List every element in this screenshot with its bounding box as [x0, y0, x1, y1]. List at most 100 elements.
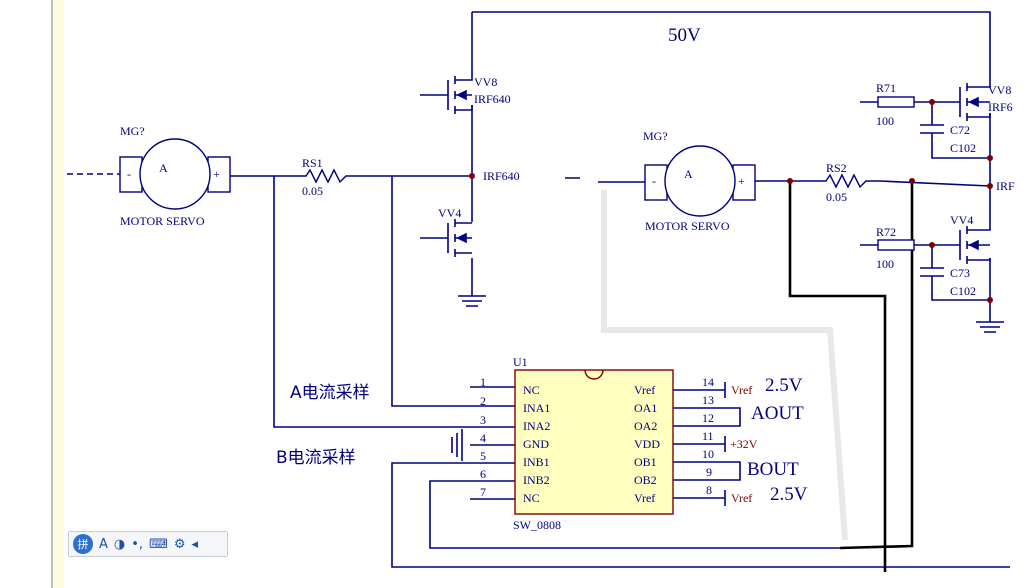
motor1-minus-label: -: [127, 167, 131, 181]
voltage-label: 50V: [668, 25, 701, 46]
ic-pin-num: 11: [702, 429, 714, 443]
ic-u1-notch: [584, 369, 604, 380]
ic-pin-name: OB1: [634, 455, 657, 469]
erased-trace: [601, 190, 848, 541]
wire-rs2-node: [879, 180, 991, 187]
ime-keyboard-icon[interactable]: ⌨: [149, 536, 168, 552]
vref-bottom-value: 2.5V: [770, 484, 808, 505]
ime-toolbar[interactable]: 拼 A ◑ •, ⌨ ⚙ ◂: [68, 531, 228, 557]
r72-ref: R72: [876, 225, 897, 239]
ic-pin-num: 8: [706, 483, 712, 497]
ic-pin-name: GND: [523, 437, 549, 451]
ic-u1-body: [514, 369, 674, 515]
ime-mode-icon[interactable]: A: [99, 536, 108, 552]
motor2-ref: MG?: [643, 129, 668, 143]
ic-pin-name: OA1: [634, 401, 658, 415]
ime-collapse-icon[interactable]: ◂: [191, 536, 199, 552]
ic-ref: U1: [513, 355, 528, 369]
a-sense-label: A电流采样: [290, 383, 370, 403]
motor1-circle: [139, 138, 211, 210]
aout-label: AOUT: [751, 403, 804, 424]
ic-pin-name: Vref: [634, 383, 656, 397]
sheet-margin: [0, 0, 52, 588]
r72-body: [877, 239, 915, 251]
wire-c72-bottom: [931, 133, 990, 159]
ic-pin-name: NC: [523, 383, 540, 397]
net-vref-bottom: Vref: [731, 491, 753, 505]
c72-ref: C72: [950, 123, 971, 137]
ic-pin-num: 10: [702, 447, 714, 461]
rs2-zigzag: [820, 173, 880, 189]
b-sense-label: B电流采样: [276, 448, 356, 468]
wire-a-sense-ina1: [391, 176, 470, 407]
wire-c73-bottom: [931, 276, 990, 301]
ic-pin-num: 9: [706, 465, 712, 479]
c72-value: C102: [950, 141, 977, 155]
motor2-symbol: [644, 145, 756, 217]
wires-bold: [788, 181, 914, 572]
vv8-left-ref: VV8: [474, 75, 498, 89]
wire-inb2: [429, 480, 840, 549]
rs1-value: 0.05: [302, 184, 323, 198]
rs2-ref: RS2: [826, 161, 847, 175]
supply-rail: [472, 11, 991, 80]
vref-top-value: 2.5V: [765, 375, 803, 396]
ic-pin-name: NC: [523, 491, 540, 505]
motor2-name: MOTOR SERVO: [645, 219, 730, 233]
motor2-symbol-letter: A: [684, 167, 693, 181]
net-vref-top: Vref: [731, 383, 753, 397]
ic-pin-num: 3: [480, 413, 486, 427]
ic-pin-num: 12: [702, 411, 714, 425]
ime-settings-icon[interactable]: ⚙: [173, 536, 186, 552]
ime-fullwidth-icon[interactable]: ◑: [113, 536, 126, 552]
rs1-ref: RS1: [302, 156, 323, 170]
motor1-name: MOTOR SERVO: [120, 214, 205, 228]
vv8-right-ref: VV8: [988, 83, 1012, 97]
motor2-circle: [664, 145, 736, 217]
ic-pin-num: 2: [480, 394, 486, 408]
rs1-zigzag: [300, 168, 352, 184]
capacitors: [920, 124, 944, 277]
bold-wire-rs2-a: [788, 181, 887, 572]
wire-motor2-minus: [565, 177, 645, 183]
ic-pin-name: Vref: [634, 491, 656, 505]
wire-aout-loop: [725, 407, 741, 427]
ic-left-pin-lines: [470, 386, 515, 500]
c73-value: C102: [950, 284, 977, 298]
ic-pin-num: 1: [480, 375, 486, 389]
node-right-label: IRF: [996, 179, 1015, 193]
wire-bout-loop: [725, 461, 741, 481]
ime-punctuation-icon[interactable]: •,: [131, 536, 144, 552]
bout-label: BOUT: [747, 459, 799, 480]
ic-gnd-symbol: [451, 429, 463, 461]
mosfet-vv8-left: [420, 70, 473, 114]
mosfet-vv4-left: [420, 219, 472, 257]
ground-right: [976, 318, 1004, 333]
wires-navy: [67, 11, 1010, 568]
ic-pin-name: INB1: [523, 455, 550, 469]
ic-pin-num: 4: [480, 431, 486, 445]
ic-pin-num: 6: [480, 467, 486, 481]
junctions: [469, 99, 993, 303]
rs2-value: 0.05: [826, 190, 847, 204]
c73-ref: C73: [950, 266, 971, 280]
ic-pin-name: OB2: [634, 473, 657, 487]
ic-pin-name: INB2: [523, 473, 550, 487]
vv8-right-part: IRF6: [988, 100, 1013, 114]
r72-value: 100: [876, 257, 894, 271]
wire-b-sense-ina2: [273, 176, 470, 428]
motor1-minus-box: [119, 156, 143, 193]
motor2-plus-label: +: [738, 174, 745, 188]
motor1-plus-label: +: [213, 167, 220, 181]
mosfet-vv4-right: [955, 222, 991, 264]
ic-pin-num: 5: [480, 449, 486, 463]
ime-logo-icon[interactable]: 拼: [73, 534, 93, 554]
ic-right-pin-lines: [673, 389, 725, 499]
r71-value: 100: [876, 114, 894, 128]
vv4-right-ref: VV4: [950, 213, 974, 227]
mosfet-vv8-right: [955, 80, 991, 121]
ic-pin-name: INA1: [523, 401, 551, 415]
ic-part: SW_0808: [513, 518, 561, 532]
